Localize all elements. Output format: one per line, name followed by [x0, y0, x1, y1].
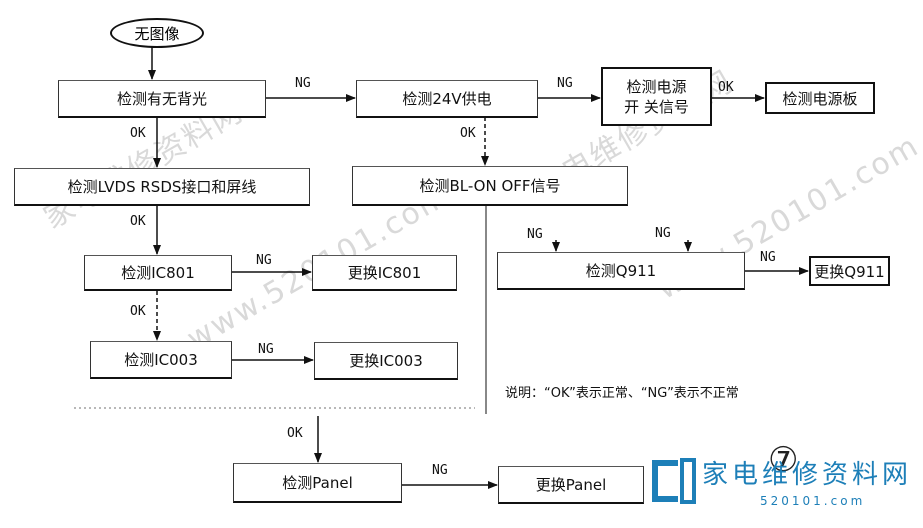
label-ng-backlight-24v: NG: [295, 76, 311, 91]
label-ng-q911-left: NG: [527, 227, 543, 242]
label-ng-panel-replace: NG: [432, 463, 448, 478]
node-check-ic003: 检测IC003: [90, 341, 232, 379]
node-check-lvds: 检测LVDS RSDS接口和屏线: [14, 168, 310, 206]
label-ng-24v-power: NG: [557, 76, 573, 91]
label-ok-backlight-lvds: OK: [130, 126, 146, 141]
legend-note: 说明：“OK”表示正常、“NG”表示不正常: [505, 386, 739, 401]
label-ng-ic003-replace: NG: [258, 342, 274, 357]
node-check-backlight: 检测有无背光: [58, 80, 266, 118]
node-replace-q911: 更换Q911: [809, 256, 890, 286]
node-check-power-switch: 检测电源 开 关信号: [601, 67, 712, 126]
logo-url: 520101.com: [760, 494, 866, 508]
label-ok-power-board: OK: [718, 80, 734, 95]
node-check-power-board: 检测电源板: [765, 82, 875, 114]
start-node: 无图像: [110, 18, 204, 48]
node-replace-ic801: 更换IC801: [312, 255, 457, 291]
node-check-ic801: 检测IC801: [84, 255, 232, 291]
node-check-panel: 检测Panel: [233, 463, 402, 503]
node-check-power-line2: 开 关信号: [624, 97, 689, 116]
label-ok-24v-blon: OK: [460, 126, 476, 141]
site-logo-icon: [652, 458, 696, 504]
label-ng-ic801-replace: NG: [256, 253, 272, 268]
label-ok-to-panel: OK: [287, 426, 303, 441]
label-ng-q911-right: NG: [655, 226, 671, 241]
figure-number: ⑦: [768, 440, 799, 480]
node-replace-panel: 更换Panel: [498, 466, 644, 504]
node-check-bl-on: 检测BL-ON OFF信号: [352, 166, 628, 206]
node-check-24v: 检测24V供电: [356, 80, 538, 118]
label-ng-q911-replace: NG: [760, 250, 776, 265]
node-check-q911: 检测Q911: [497, 252, 745, 290]
node-replace-ic003: 更换IC003: [314, 342, 458, 380]
label-ok-lvds-ic801: OK: [130, 214, 146, 229]
label-ok-ic801-ic003: OK: [130, 304, 146, 319]
node-check-power-line1: 检测电源: [626, 77, 687, 96]
logo-text: 家电维修资料网: [702, 460, 913, 490]
